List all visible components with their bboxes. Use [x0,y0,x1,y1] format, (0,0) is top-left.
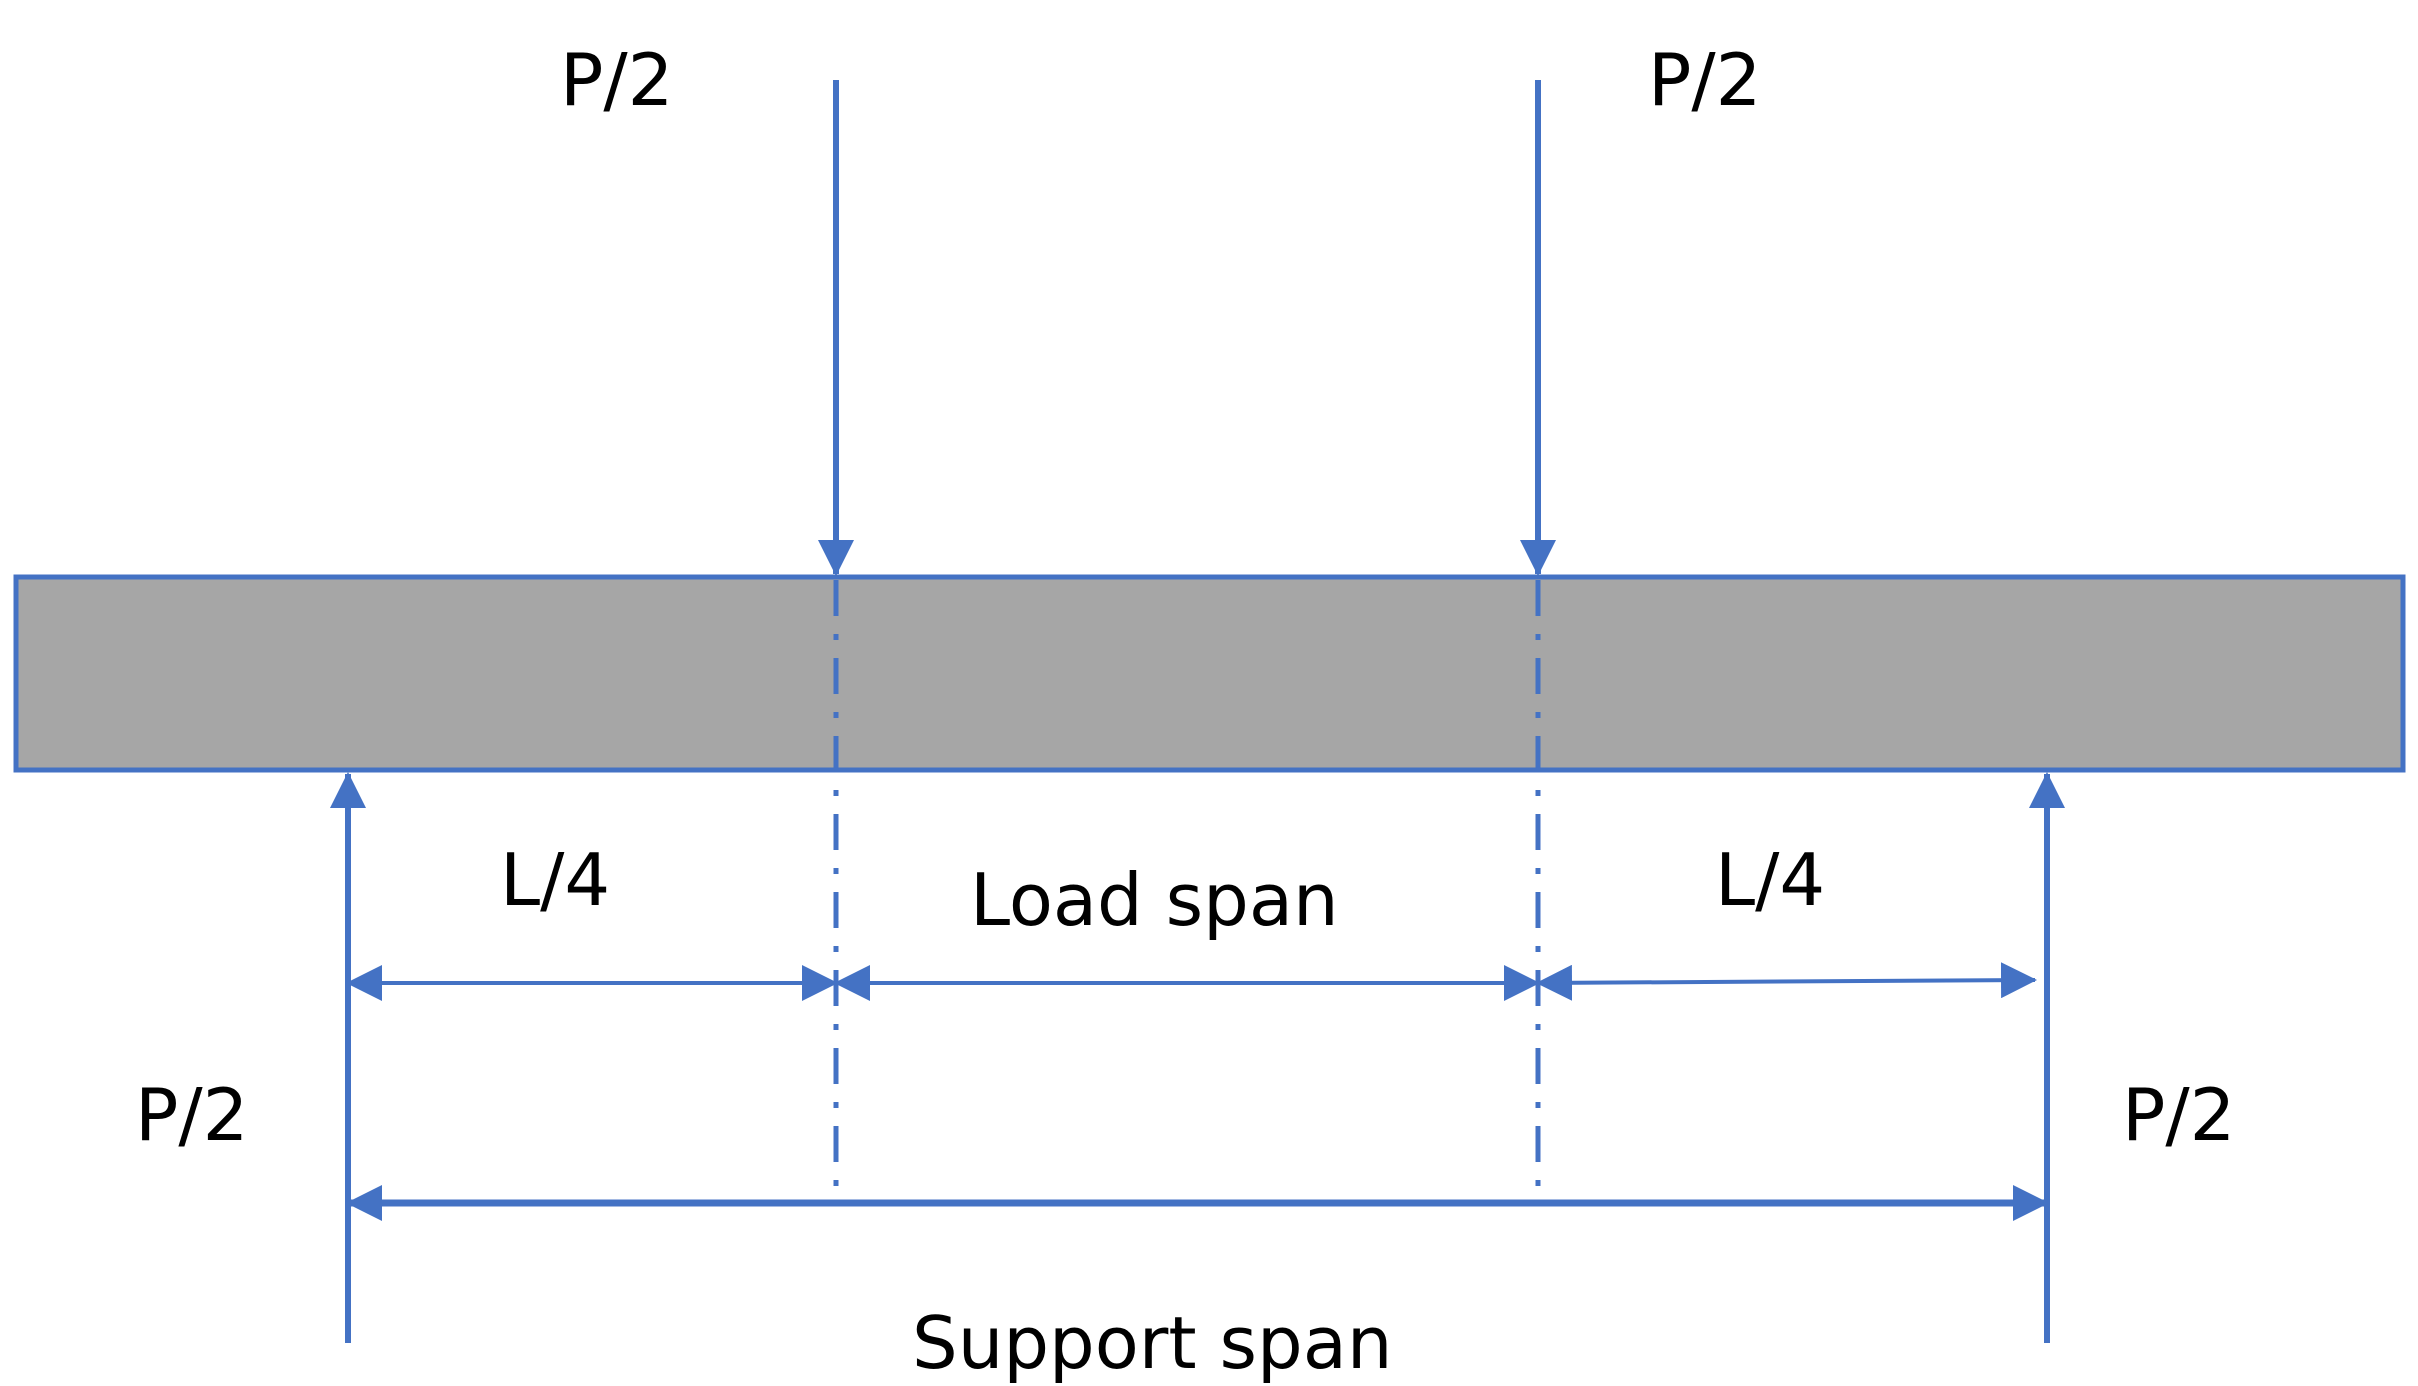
dimension-right-quarter [1536,962,2037,1001]
load-label-right: P/2 [1648,38,1761,122]
support-span-label: Support span [912,1301,1392,1385]
left-quarter-label: L/4 [500,838,610,922]
reaction-label-left: P/2 [135,1073,248,1157]
load-span-label: Load span [970,858,1339,942]
right-quarter-label: L/4 [1715,838,1825,922]
reaction-label-right: P/2 [2122,1073,2235,1157]
load-label-left: P/2 [560,38,673,122]
beam [13,574,2406,773]
